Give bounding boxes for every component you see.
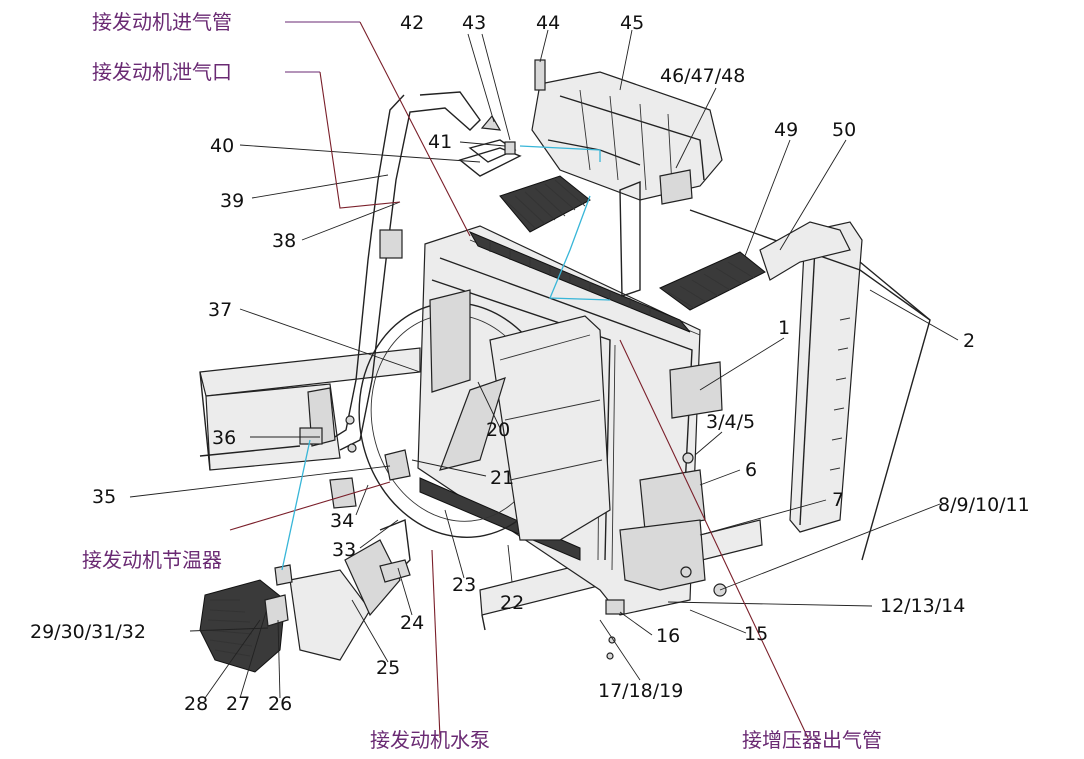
callout-3-4-5: 3/4/5 bbox=[706, 411, 755, 433]
lower-hose-assembly bbox=[199, 519, 411, 673]
callout-39: 39 bbox=[220, 190, 244, 212]
callout-28: 28 bbox=[184, 693, 208, 715]
callout-21: 21 bbox=[490, 467, 514, 489]
callout-17-18-19: 17/18/19 bbox=[598, 680, 683, 702]
callout-37: 37 bbox=[208, 299, 232, 321]
callout-45: 45 bbox=[620, 12, 644, 34]
callout-42: 42 bbox=[400, 12, 424, 34]
frame-rail-left bbox=[199, 347, 421, 471]
callout-33: 33 bbox=[332, 539, 356, 561]
part-callouts: 1 2 3/4/5 6 7 8/9/10/11 12/13/14 15 16 1… bbox=[30, 12, 1030, 715]
label-engine-water-pump: 接发动机水泵 bbox=[370, 728, 490, 752]
label-engine-thermostat: 接发动机节温器 bbox=[82, 548, 222, 572]
callout-8-9-10-11: 8/9/10/11 bbox=[938, 494, 1030, 516]
callout-1: 1 bbox=[778, 317, 790, 339]
corrugated-hose-upper bbox=[458, 147, 591, 233]
callout-16: 16 bbox=[656, 625, 680, 647]
callout-36: 36 bbox=[212, 427, 236, 449]
callout-34: 34 bbox=[330, 510, 354, 532]
callout-2: 2 bbox=[963, 330, 975, 352]
callout-12-13-14: 12/13/14 bbox=[880, 595, 965, 617]
expansion-tank bbox=[531, 59, 723, 205]
leader-lines bbox=[129, 21, 959, 739]
callout-23: 23 bbox=[452, 574, 476, 596]
label-engine-intake-pipe: 接发动机进气管 bbox=[92, 10, 232, 34]
callout-46-47-48: 46/47/48 bbox=[660, 65, 745, 87]
callout-6: 6 bbox=[745, 459, 757, 481]
callout-41: 41 bbox=[428, 131, 452, 153]
top-fittings bbox=[468, 114, 517, 163]
callout-44: 44 bbox=[536, 12, 560, 34]
callout-38: 38 bbox=[272, 230, 296, 252]
callout-24: 24 bbox=[400, 612, 424, 634]
callout-35: 35 bbox=[92, 486, 116, 508]
callout-50: 50 bbox=[832, 119, 856, 141]
callout-25: 25 bbox=[376, 657, 400, 679]
fan-shroud bbox=[358, 289, 611, 541]
intercooler bbox=[789, 221, 931, 561]
callout-27: 27 bbox=[226, 693, 250, 715]
callout-7: 7 bbox=[832, 489, 844, 511]
callout-20: 20 bbox=[486, 419, 510, 441]
corrugated-hose-right bbox=[659, 221, 851, 311]
label-engine-vent: 接发动机泄气口 bbox=[92, 60, 232, 84]
callout-22: 22 bbox=[500, 592, 524, 614]
callout-26: 26 bbox=[268, 693, 292, 715]
callout-29-30-31-32: 29/30/31/32 bbox=[30, 621, 146, 643]
label-turbo-outlet-pipe: 接增压器出气管 bbox=[742, 728, 882, 752]
callout-40: 40 bbox=[210, 135, 234, 157]
callout-15: 15 bbox=[744, 623, 768, 645]
thermostat-fittings bbox=[299, 415, 411, 509]
callout-43: 43 bbox=[462, 12, 486, 34]
mount-brackets bbox=[605, 361, 727, 660]
diagram-artwork bbox=[199, 59, 931, 673]
callout-49: 49 bbox=[774, 119, 798, 141]
connection-labels: 接发动机进气管 接发动机泄气口 接发动机节温器 接发动机水泵 接增压器出气管 bbox=[82, 10, 882, 752]
